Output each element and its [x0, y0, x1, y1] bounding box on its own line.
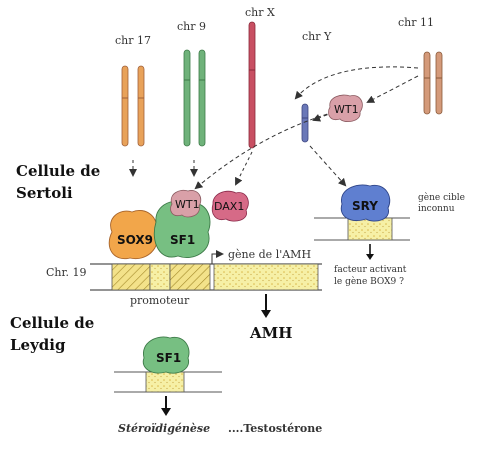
wt1-protein-top: WT1: [328, 94, 363, 123]
amh-label: AMH: [249, 324, 292, 342]
chrY-chromosome: [301, 103, 309, 143]
testosterone-label: ....Testostérone: [228, 422, 322, 435]
dax1-label: DAX1: [214, 200, 244, 213]
chr11-to-wt1-arrow: [366, 75, 419, 103]
transcription-start-arrow: [211, 250, 224, 264]
chr17-chromosome: [121, 65, 145, 147]
sox9-protein: SOX9: [108, 210, 158, 260]
sry-protein: SRY: [340, 184, 391, 222]
steroidogenesis-arrow: [161, 396, 171, 416]
sry-output-arrow: [366, 244, 374, 260]
sox9-label: SOX9: [117, 233, 153, 247]
chrX-label: chr X: [245, 6, 275, 19]
chr9-chromosome: [183, 49, 206, 147]
leydig-heading-line1: Cellule de: [10, 314, 94, 332]
wt1-to-complex-arrow: [194, 111, 335, 190]
chrY-to-sry-arrow: [309, 145, 347, 187]
chrY-label: chr Y: [302, 30, 332, 43]
target-gene-line1: gène cible: [418, 192, 465, 203]
wt1-complex-label: WT1: [175, 198, 200, 211]
sry-target-dna: [314, 217, 410, 241]
chr11-to-chrY-arrow: [294, 66, 419, 100]
promoter-region: [111, 263, 211, 291]
target-gene-line2: inconnu: [418, 204, 455, 214]
amh-gene-label: gène de l'AMH: [228, 248, 311, 261]
steroidogenesis-label: Stéroïdigénèse: [118, 422, 210, 435]
factor-line2: le gène BOX9 ?: [334, 276, 404, 287]
amh-gene-region: [213, 263, 319, 291]
sry-label: SRY: [352, 199, 378, 213]
factor-line1: facteur activant: [334, 265, 407, 275]
sf1-complex-label: SF1: [170, 233, 195, 247]
chr9-label: chr 9: [177, 20, 206, 33]
sf1-leydig-label: SF1: [156, 351, 181, 365]
sertoli-heading-line1: Cellule de: [16, 162, 100, 180]
chr11-label: chr 11: [398, 16, 434, 29]
sf1-protein-leydig: SF1: [142, 336, 190, 374]
amh-output-arrow: [261, 294, 271, 318]
chrX-chromosome: [248, 21, 256, 149]
chr17-label: chr 17: [115, 34, 151, 47]
chr11-chromosome: [423, 51, 443, 115]
promoter-label: promoteur: [130, 294, 190, 307]
wt1-protein-complex: WT1: [170, 189, 202, 218]
leydig-dna: [114, 371, 222, 393]
chr19-label: Chr. 19: [46, 266, 87, 279]
wt1-top-label: WT1: [334, 103, 359, 116]
leydig-heading-line2: Leydig: [10, 336, 66, 354]
sertoli-heading-line2: Sertoli: [16, 184, 73, 202]
dax1-protein: DAX1: [211, 190, 249, 222]
